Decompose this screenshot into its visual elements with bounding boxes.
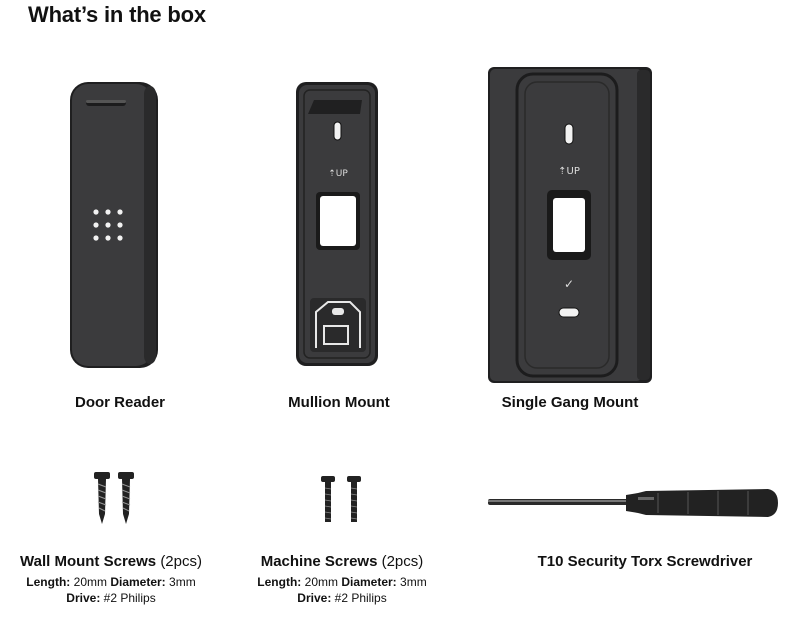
wall-mount-screws-qty: (2pcs) bbox=[160, 553, 202, 570]
drive-label: Drive: bbox=[297, 591, 332, 605]
door-reader-label: Door Reader bbox=[74, 394, 166, 411]
machine-screws-dimensions: Length: 20mm Diameter: 3mm bbox=[231, 574, 453, 590]
page-title: What’s in the box bbox=[28, 2, 206, 27]
door-reader-image bbox=[66, 80, 162, 372]
torx-screwdriver-image bbox=[488, 485, 780, 521]
svg-text:✓: ✓ bbox=[564, 277, 574, 291]
mullion-mount-image: ⇡UP bbox=[294, 80, 380, 368]
drive-label: Drive: bbox=[66, 591, 101, 605]
drive-value: #2 Philips bbox=[334, 591, 387, 605]
machine-screws-drive: Drive: #2 Philips bbox=[231, 590, 453, 606]
single-gang-mount-image: ⇡UP ✓ bbox=[487, 66, 653, 384]
single-gang-mount-label: Single Gang Mount bbox=[501, 394, 639, 411]
wall-mount-screws-title: Wall Mount Screws (2pcs) bbox=[0, 553, 222, 570]
length-value: 20mm bbox=[304, 575, 338, 589]
machine-screws-image bbox=[318, 474, 366, 524]
machine-screws-specs: Length: 20mm Diameter: 3mm Drive: #2 Phi… bbox=[231, 574, 453, 606]
length-label: Length: bbox=[26, 575, 71, 589]
machine-screws-title: Machine Screws (2pcs) bbox=[231, 553, 453, 570]
diameter-label: Diameter: bbox=[341, 575, 397, 589]
machine-screws-qty: (2pcs) bbox=[381, 553, 424, 570]
torx-screwdriver-label: T10 Security Torx Screwdriver bbox=[537, 553, 753, 570]
wall-mount-screws-image bbox=[88, 470, 140, 526]
length-value: 20mm bbox=[73, 575, 107, 589]
diameter-value: 3mm bbox=[400, 575, 427, 589]
drive-value: #2 Philips bbox=[103, 591, 156, 605]
machine-screws-name: Machine Screws bbox=[260, 553, 378, 570]
svg-text:⇡UP: ⇡UP bbox=[558, 166, 580, 177]
wall-mount-screws-name: Wall Mount Screws bbox=[20, 553, 157, 570]
length-label: Length: bbox=[257, 575, 302, 589]
wall-mount-screws-dimensions: Length: 20mm Diameter: 3mm bbox=[0, 574, 222, 590]
wall-mount-screws-specs: Length: 20mm Diameter: 3mm Drive: #2 Phi… bbox=[0, 574, 222, 606]
diameter-label: Diameter: bbox=[110, 575, 166, 589]
wall-mount-screws-drive: Drive: #2 Philips bbox=[0, 590, 222, 606]
diameter-value: 3mm bbox=[169, 575, 196, 589]
svg-text:⇡UP: ⇡UP bbox=[328, 169, 348, 179]
mullion-mount-label: Mullion Mount bbox=[288, 394, 390, 411]
